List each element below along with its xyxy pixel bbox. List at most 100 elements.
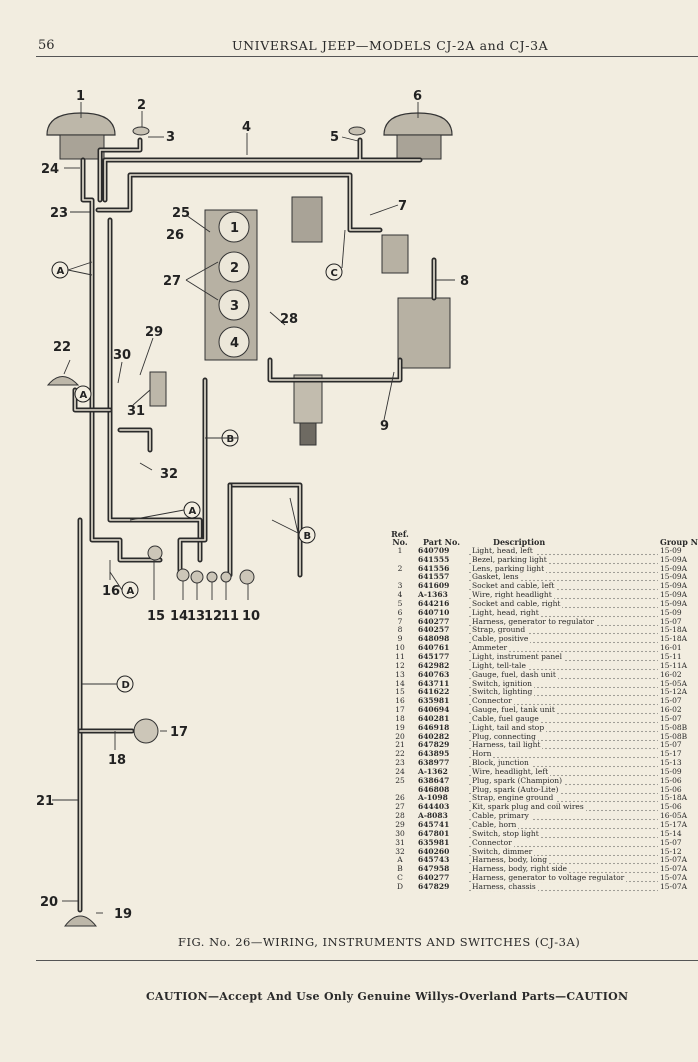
ref-cell: 2 [397, 564, 403, 573]
callout-3: 3 [166, 130, 175, 145]
description-cell: Light, instrument panel [468, 652, 658, 662]
group-no-cell: 15-09A [660, 599, 688, 608]
group-no-cell: 16-01 [660, 644, 682, 653]
callout-5: 5 [330, 130, 339, 145]
group-no-cell: 15-12 [660, 847, 682, 856]
figure-caption: FIG. No. 26—WIRING, INSTRUMENTS AND SWIT… [178, 935, 581, 949]
part-no-cell: 641622 [418, 688, 450, 697]
description-cell: Light, head, left [468, 546, 658, 556]
callout-24: 24 [41, 162, 59, 177]
callout-1: 1 [76, 89, 85, 104]
ref-cell: D [396, 882, 403, 891]
group-no-cell: 15-09A [660, 564, 688, 573]
ref-cell: 7 [397, 617, 403, 626]
svg-text:B: B [304, 531, 312, 542]
group-no-cell: 15-18A [660, 626, 688, 635]
svg-text:D: D [122, 680, 130, 691]
description-cell: Cable, fuel gauge [468, 714, 658, 724]
callout-2: 2 [137, 98, 146, 113]
ref-cell: 6 [397, 608, 403, 617]
group-no-cell: 15-06 [660, 776, 682, 785]
callout-15: 15 [147, 609, 165, 624]
parking-light-left [132, 126, 150, 136]
ref-cell: 30 [395, 829, 405, 838]
callout-11: 11 [221, 609, 239, 624]
parking-light-right [348, 126, 366, 136]
part-no-cell: 646808 [418, 785, 450, 794]
ref-cell: 26 [395, 794, 405, 803]
ref-cell: 15 [395, 688, 405, 697]
leader-lines [52, 102, 455, 914]
part-no-cell: 643711 [418, 679, 450, 688]
table-row: 646808 Plug, spark (Auto-Lite)15-06 [388, 785, 698, 795]
group-no-cell: 15-08B [660, 732, 688, 741]
group-no-cell: 15-11A [660, 661, 688, 670]
callout-21: 21 [36, 794, 54, 809]
page-number: 56 [38, 38, 55, 53]
part-no-cell: 640282 [418, 732, 450, 741]
callout-23: 23 [50, 206, 68, 221]
callout-19: 19 [114, 907, 132, 922]
cylinder-3: 3 [230, 299, 239, 314]
callout-17: 17 [170, 725, 188, 740]
description-cell: Strap, ground [468, 626, 658, 636]
description-cell: Wire, headlight, left [468, 767, 658, 777]
callout-26: 26 [166, 228, 184, 243]
cylinder-1: 1 [230, 221, 239, 236]
callout-22: 22 [53, 340, 71, 355]
description-cell: Block, junction [468, 759, 658, 768]
description-cell: Harness, body, long [468, 856, 658, 866]
ref-cell: 16 [395, 697, 405, 706]
cylinder-4: 4 [230, 336, 239, 351]
description-cell: Socket and cable, left [468, 582, 658, 592]
group-no-cell: 15-14 [660, 829, 682, 838]
group-no-cell: 15-09A [660, 591, 688, 600]
generator [291, 196, 323, 243]
description-cell: Light, head, right [468, 608, 658, 618]
description-cell: Switch, lighting [468, 688, 658, 698]
voltage-regulator [381, 234, 409, 274]
group-no-cell: 15-07 [660, 617, 682, 626]
description-cell: Cable, horn [468, 821, 658, 830]
description-cell: Plug, spark (Auto-Lite) [468, 785, 658, 795]
group-no-cell: 15-09 [660, 546, 682, 555]
group-no-cell: 15-07A [660, 874, 688, 883]
ref-cell: 20 [395, 732, 405, 741]
callout-8: 8 [460, 274, 469, 289]
description-cell: Harness, body, right side [468, 865, 658, 875]
description-cell: Connector [468, 838, 658, 848]
callout-circle-B-lower: B [298, 526, 316, 544]
description-cell: Switch, ignition [468, 679, 658, 689]
group-no-cell: 15-07A [660, 882, 688, 891]
group-no-cell: 15-11 [660, 652, 682, 661]
svg-text:B: B [227, 434, 235, 445]
part-no-cell: 643895 [418, 750, 450, 759]
part-no-cell: 640257 [418, 626, 450, 635]
cylinder-2: 2 [230, 261, 239, 276]
callout-4: 4 [242, 120, 251, 135]
callout-14: 14 [170, 609, 188, 624]
part-no-cell: 647801 [418, 829, 450, 838]
group-no-cell: 15-09A [660, 573, 688, 582]
part-no-cell: A-8083 [418, 812, 448, 821]
header-ref: Ref. No. [391, 530, 409, 546]
group-no-cell: 15-06 [660, 785, 682, 794]
description-cell: Gauge, fuel, dash unit [468, 670, 658, 680]
part-no-cell: 647829 [418, 882, 450, 891]
footer-rule [36, 960, 698, 961]
